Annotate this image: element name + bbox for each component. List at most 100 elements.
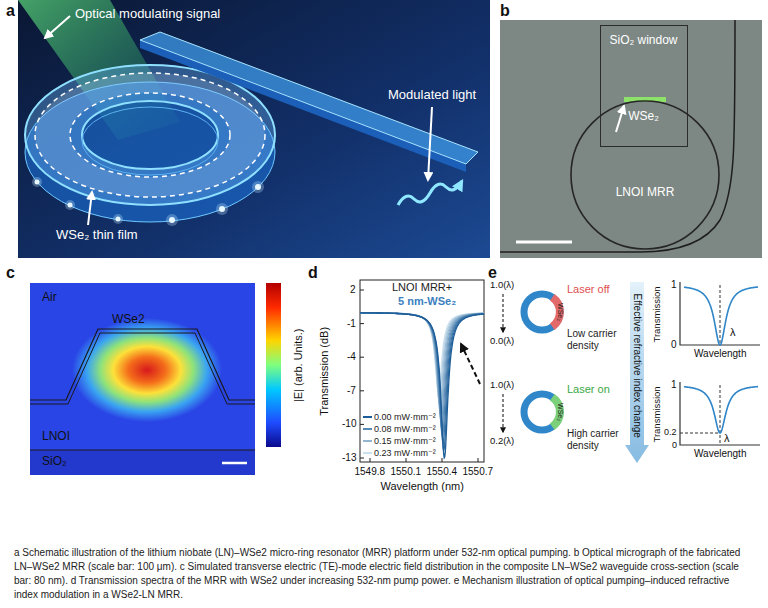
plot-frame xyxy=(360,280,484,462)
level-label: 1.0(λ) xyxy=(490,380,514,391)
tick-label: 0 xyxy=(671,339,677,351)
colorbar xyxy=(266,283,281,447)
substrate-region xyxy=(30,450,255,475)
plot-axes xyxy=(680,282,760,445)
legend-entry: 0.15 mW·mm⁻² xyxy=(363,436,436,446)
glow-dot xyxy=(216,203,228,215)
legend-line-sample xyxy=(363,452,372,454)
level-label: 0.2(λ) xyxy=(490,436,514,447)
resonance-curve xyxy=(684,287,758,345)
resonance-label: λ xyxy=(730,326,736,339)
ring-outline xyxy=(570,100,720,250)
tick-label: 1550.4 xyxy=(427,466,458,478)
state-label: Laser on xyxy=(567,383,610,396)
axis-title: Wavelength xyxy=(694,348,746,360)
tick-label: 0 xyxy=(672,440,677,450)
scale-bar xyxy=(222,462,247,465)
spectra xyxy=(360,313,484,458)
process-label: Effective refractive index change xyxy=(631,294,643,438)
signal-label: Optical modulating signal xyxy=(75,7,220,22)
change-arrow xyxy=(625,282,649,463)
legend-title: LNOI MRR+ xyxy=(392,281,452,294)
bus-waveguide xyxy=(500,20,735,252)
legend-text: 0.15 mW·mm⁻² xyxy=(374,436,436,446)
bus-waveguide xyxy=(140,32,478,164)
legend-line-sample xyxy=(363,450,372,456)
tick-label: -1 xyxy=(347,318,356,330)
legend-line-sample xyxy=(363,438,372,444)
tick-label: -13 xyxy=(342,452,356,464)
schematic-background xyxy=(18,0,490,258)
scale-bar xyxy=(516,241,572,244)
spectrum-curve xyxy=(360,313,484,458)
spectrum-curve xyxy=(360,313,484,451)
glow-dot xyxy=(252,181,264,193)
spectrum-curve xyxy=(360,313,484,421)
panel-letter: d xyxy=(308,264,318,282)
tick-label: 1 xyxy=(671,279,677,291)
glow-dot xyxy=(65,200,75,210)
micrograph-background xyxy=(500,20,762,258)
legend-line-sample xyxy=(363,426,372,432)
tick-label: -7 xyxy=(347,385,356,397)
schematic-spectra xyxy=(684,287,758,433)
region-label: SiO₂ xyxy=(42,455,67,469)
layer-boundary xyxy=(30,450,255,451)
node-text: SiO₂ window xyxy=(609,34,677,48)
spectrum-curve xyxy=(360,313,484,399)
pointer-arrow xyxy=(428,107,432,180)
axis-title: Transmission (dB) xyxy=(318,326,331,415)
legend-line-sample xyxy=(363,440,372,442)
legend-text: 0.00 mW·mm⁻² xyxy=(374,412,436,422)
level-arrow xyxy=(502,294,503,332)
layer-label: WSe2 xyxy=(112,313,145,327)
film-outline xyxy=(35,73,265,197)
legend-entry: 0.08 mW·mm⁻² xyxy=(363,424,436,434)
region-label: LNOI xyxy=(42,430,70,444)
glow-dot xyxy=(255,184,261,190)
shift-arrow xyxy=(461,344,480,384)
spectrum-curve xyxy=(360,313,484,406)
glow-dots xyxy=(32,177,264,226)
window-box: SiO₂ windowWSe₂ xyxy=(600,25,688,147)
waveguide-side xyxy=(140,40,466,172)
glow-dot xyxy=(32,177,42,187)
wse2-film xyxy=(35,73,265,197)
tick-label: 1550.7 xyxy=(463,466,494,478)
node-text: WSe₂ xyxy=(628,110,659,124)
legend-line-sample xyxy=(363,428,372,430)
legend-text: 0.08 mW·mm⁻² xyxy=(374,424,436,434)
axis-title: Wavelength (nm) xyxy=(381,480,464,493)
legend-text: 0.23 mW·mm⁻² xyxy=(374,448,436,458)
glow-dot xyxy=(113,214,123,224)
level-arrow xyxy=(502,394,503,432)
axis-title: Transmission xyxy=(652,286,663,342)
resonance-label: λ xyxy=(724,432,730,445)
legend-entry: 0.00 mW·mm⁻² xyxy=(363,412,436,422)
tick-label: 0.2 xyxy=(664,427,677,437)
state-label: Laser off xyxy=(567,283,610,296)
glow-dot xyxy=(35,180,40,185)
state-note: High carrier density xyxy=(567,428,623,451)
segment-label: WSe₂ xyxy=(556,303,564,321)
pointer-arrow xyxy=(45,16,70,38)
tick-label: 1 xyxy=(671,379,677,391)
glow-dot xyxy=(219,206,225,212)
region-label: Air xyxy=(42,291,57,305)
pointer-arrow xyxy=(616,106,624,132)
panel-letter: b xyxy=(500,2,510,20)
ring-resonator: LNOI MRR xyxy=(570,100,720,250)
segment-label: WSe₂ xyxy=(556,403,564,421)
tick-label: 2 xyxy=(350,284,356,296)
glow-dot xyxy=(166,214,178,226)
tick-label: -4 xyxy=(347,351,356,363)
tick-label: -10 xyxy=(342,418,356,430)
output-label: Modulated light xyxy=(388,88,476,103)
film-label: WSe₂ thin film xyxy=(56,228,138,243)
figure-caption: a Schematic illustration of the lithium … xyxy=(14,546,754,602)
ring-top-surface xyxy=(25,65,275,205)
glow-dot xyxy=(68,203,73,208)
legend-title: 5 nm-WSe₂ xyxy=(398,295,456,308)
legend-line-sample xyxy=(363,414,372,420)
